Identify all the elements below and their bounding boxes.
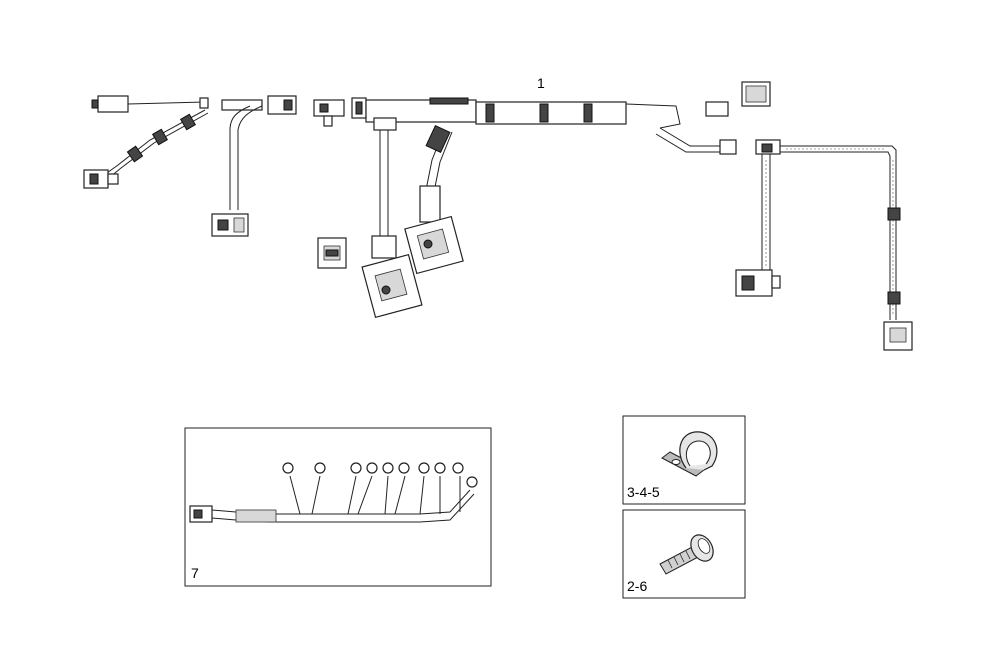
callout-harness-seven: 7 bbox=[191, 565, 199, 581]
part-7-box: 7 bbox=[184, 427, 492, 587]
main-wiring-harness: 1 bbox=[83, 75, 913, 351]
harness-right-section bbox=[655, 81, 913, 351]
p-clamp-icon bbox=[661, 431, 718, 477]
clamp-box: 3-4-5 bbox=[622, 415, 746, 505]
callout-clamp: 3-4-5 bbox=[627, 484, 660, 500]
ring-terminals bbox=[282, 462, 478, 515]
harness-down-branch-b bbox=[361, 117, 423, 319]
bolt-icon bbox=[659, 534, 714, 575]
harness-down-branch-a bbox=[211, 95, 297, 237]
bolt-box: 2-6 bbox=[622, 509, 746, 599]
harness-left-connector bbox=[91, 95, 209, 113]
callout-harness-main: 1 bbox=[537, 75, 545, 91]
harness-left-branch bbox=[83, 109, 209, 189]
callout-bolt: 2-6 bbox=[627, 578, 647, 594]
harness-main-trunk bbox=[365, 97, 681, 129]
harness-middle-connectors bbox=[313, 97, 367, 269]
ring-terminal-harness bbox=[189, 462, 478, 523]
harness-down-branch-c bbox=[404, 124, 464, 275]
